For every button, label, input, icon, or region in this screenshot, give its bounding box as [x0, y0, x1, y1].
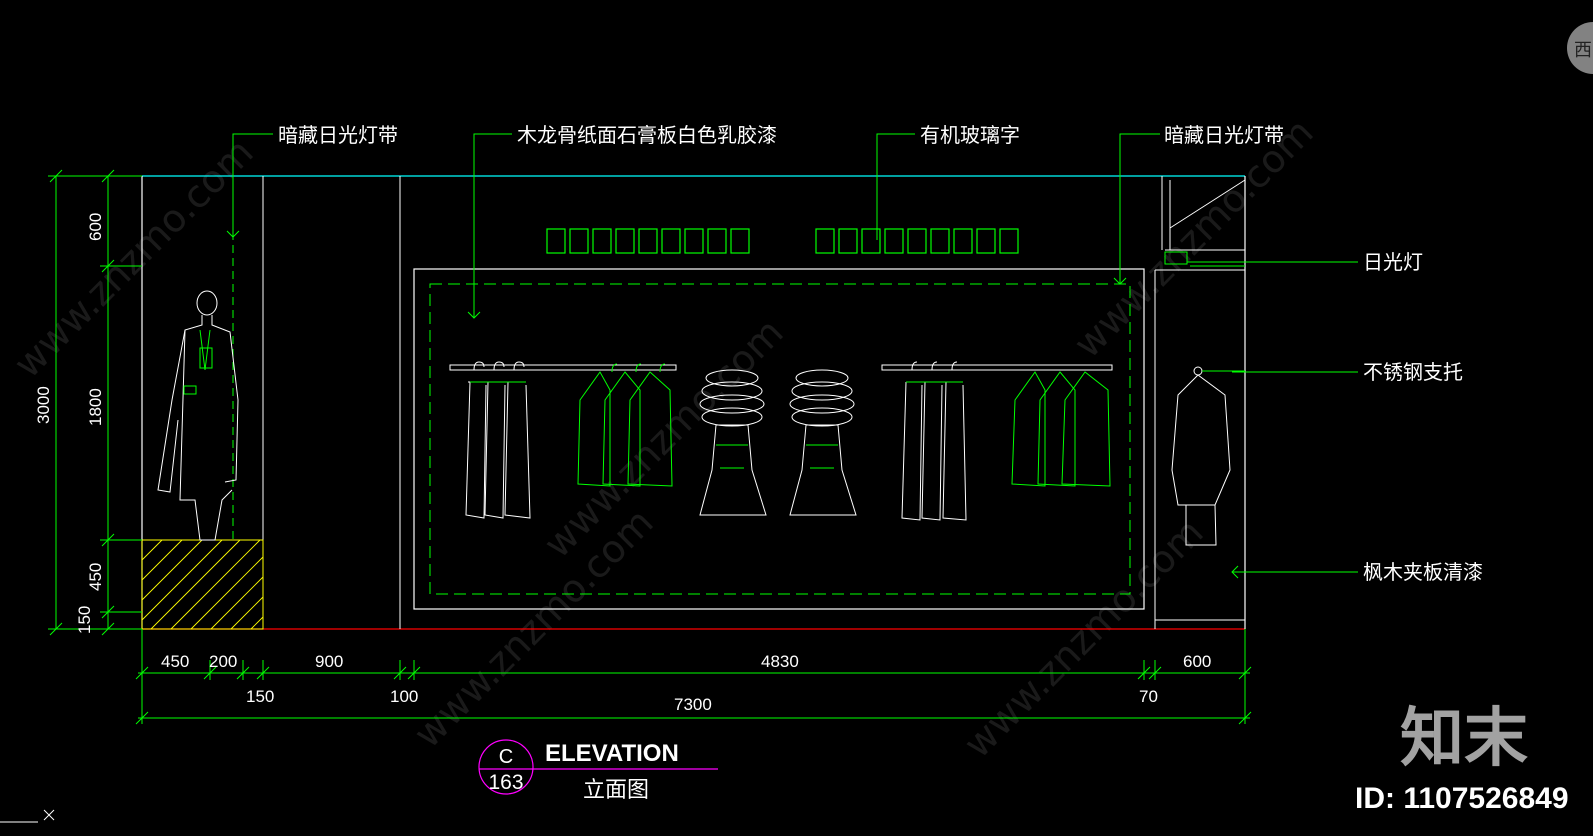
acrylic-letter-row	[546, 228, 1019, 254]
dress-hangers-2	[789, 369, 857, 516]
dim-middle-zone: 1800	[86, 388, 105, 426]
corner-badge	[1567, 22, 1593, 74]
watermark-text: www.znzmo.com	[955, 510, 1211, 766]
dim-base: 150	[75, 606, 94, 634]
watermark-text: www.znzmo.com	[5, 130, 261, 386]
annotation-steel-bracket: 不锈钢支托	[1363, 360, 1463, 384]
annotation-hidden-light-right: 暗藏日光灯带	[1164, 123, 1284, 147]
title-chinese: 立面图	[583, 778, 649, 803]
watermark-text: www.znzmo.com	[535, 310, 791, 566]
title-sheet-letter: C	[499, 746, 513, 768]
annotation-acrylic-letters: 有机玻璃字	[920, 123, 1020, 147]
corner-badge-text: 西	[1574, 40, 1592, 61]
title-sheet-number: 163	[488, 771, 523, 794]
dim-7300: 7300	[674, 695, 712, 714]
trousers-group-right	[901, 361, 967, 521]
leader-lines	[226, 133, 1358, 579]
watermark-pattern: www.znzmo.com www.znzmo.com www.znzmo.co…	[5, 110, 1321, 766]
elevation-outline	[141, 175, 1246, 630]
jackets-group-left	[577, 363, 673, 487]
clothing-rails	[449, 364, 1113, 371]
jackets-group-right	[1011, 371, 1111, 487]
brand-watermark: 知末	[1400, 702, 1528, 776]
dim-total-height: 3000	[34, 386, 53, 424]
annotation-hidden-light-left: 暗藏日光灯带	[278, 123, 398, 147]
watermark-text: www.znzmo.com	[1065, 110, 1321, 366]
watermark-id: ID: 1107526849	[1355, 782, 1569, 815]
ucs-icon	[0, 809, 55, 823]
dim-70: 70	[1139, 687, 1158, 706]
annotation-fluorescent: 日光灯	[1363, 250, 1423, 274]
annotation-maple-panel: 枫木夹板清漆	[1363, 560, 1483, 584]
dress-hangers-1	[699, 369, 767, 516]
trousers-group-left	[465, 361, 531, 519]
annotation-wall-finish: 木龙骨纸面石膏板白色乳胶漆	[517, 123, 777, 147]
dim-150: 150	[246, 687, 274, 706]
mannequin-figure	[157, 290, 239, 541]
title-block: C 163 ELEVATION 立面图	[478, 739, 718, 803]
vertical-dimension-lines	[48, 169, 142, 636]
dim-600: 600	[1183, 652, 1211, 671]
dim-200: 200	[209, 652, 237, 671]
title-english: ELEVATION	[545, 740, 679, 767]
dim-100: 100	[390, 687, 418, 706]
dim-plinth: 450	[86, 563, 105, 591]
dim-4830: 4830	[761, 652, 799, 671]
dim-450: 450	[161, 652, 189, 671]
dim-900: 900	[315, 652, 343, 671]
cabinet-jacket	[1171, 366, 1245, 546]
horizontal-dimension-lines	[135, 629, 1252, 725]
dim-top-zone: 600	[86, 213, 105, 241]
